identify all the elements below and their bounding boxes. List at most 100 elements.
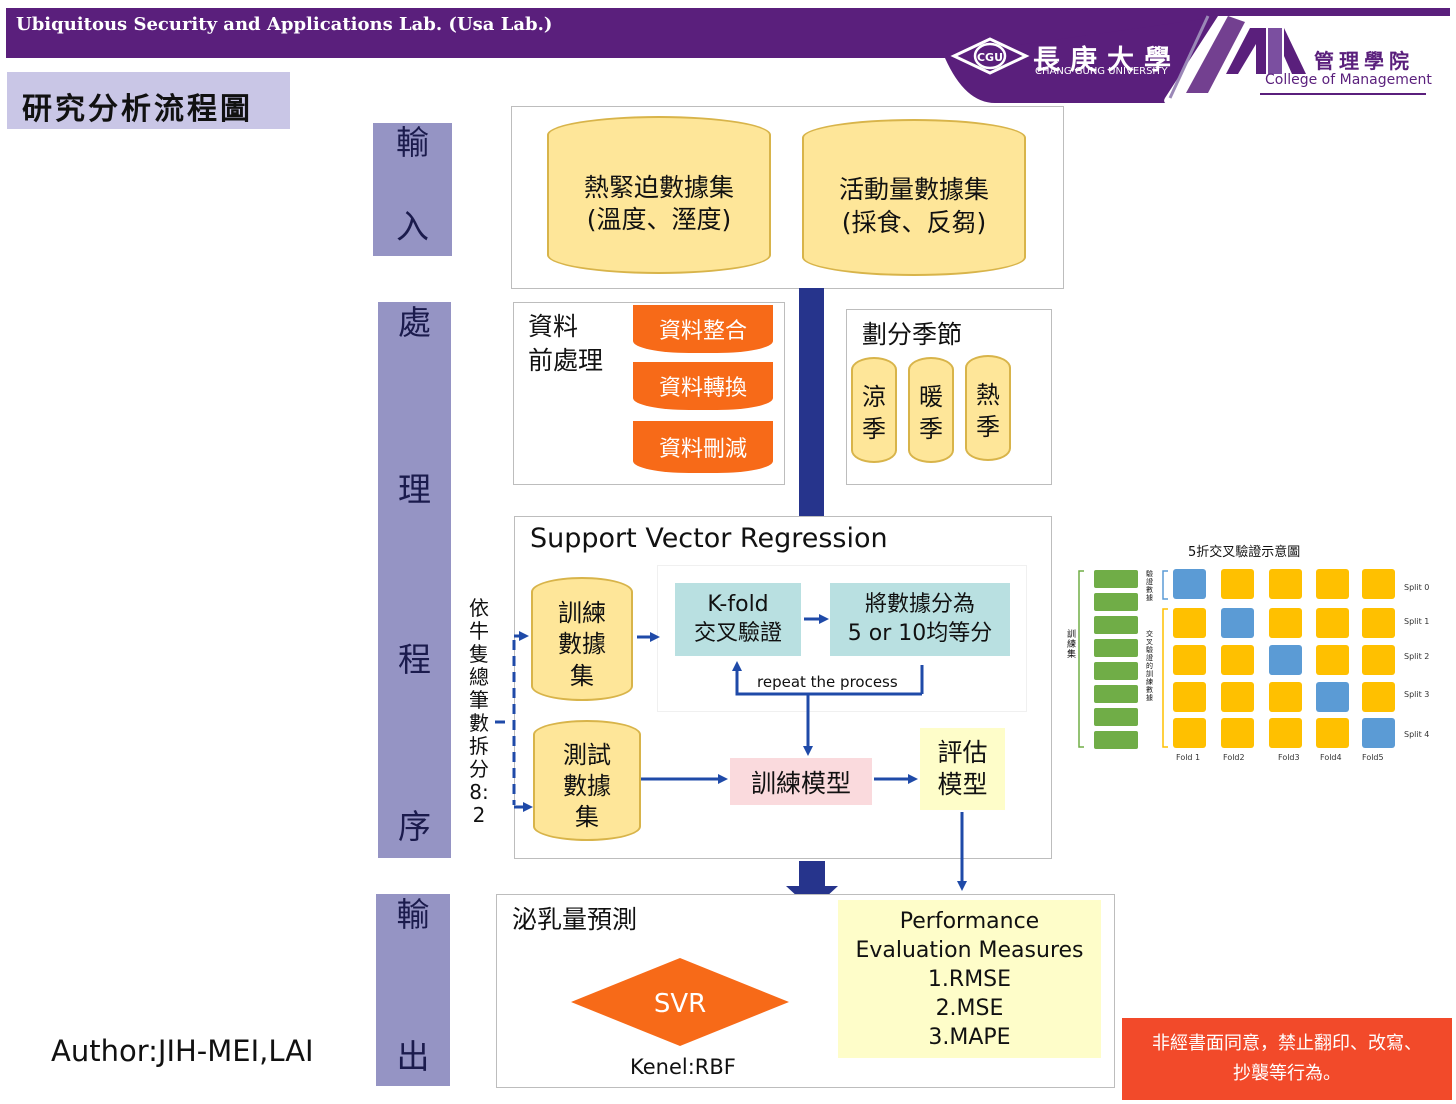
college-name: 管理學院 xyxy=(1314,49,1414,73)
stage-input-char: 入 xyxy=(396,207,429,246)
stage-output-label: 輸 出 xyxy=(376,894,450,1086)
split-label-1: Split 1 xyxy=(1404,617,1430,626)
season-char: 季 xyxy=(919,415,943,443)
season-char: 季 xyxy=(976,413,1000,441)
season-cool: 涼季 xyxy=(851,357,897,463)
train-set-line: 數據 xyxy=(558,630,606,659)
college-logo-icon xyxy=(1226,28,1306,74)
kfold-train-block xyxy=(1094,685,1138,703)
fold-label-2: Fold2 xyxy=(1223,753,1245,762)
season-char: 暖 xyxy=(919,382,943,411)
stage-process-label: 處 理 程 序 xyxy=(378,302,451,858)
svr-label: SVR xyxy=(654,989,706,1019)
page-title-box xyxy=(7,72,290,129)
university-name: 長庚大學 xyxy=(1033,45,1181,76)
author: Author:JIH-MEI,LAI xyxy=(51,1034,314,1068)
kfold-line: 交叉驗證 xyxy=(693,620,782,646)
kfold-validation-cell xyxy=(1362,718,1395,748)
stage-output-char: 輸 xyxy=(396,895,430,934)
kfold-training-cell xyxy=(1173,718,1206,748)
kfold-train-label: 訓練集 xyxy=(1067,630,1077,660)
season-char: 季 xyxy=(862,415,886,443)
testing-dataset: 測試數據集 xyxy=(533,720,641,841)
header-curve xyxy=(925,15,1456,105)
stage-input-label: 輸 入 xyxy=(373,123,452,256)
season-warm: 暖季 xyxy=(908,357,954,463)
stage-process-char: 序 xyxy=(398,807,431,846)
preprocess-title-line: 資料 xyxy=(528,312,579,341)
dataset-name: 熱緊迫數據集 xyxy=(583,172,734,202)
repeat-arrow xyxy=(737,664,924,696)
evaluate-line: 模型 xyxy=(937,770,988,799)
season-hot: 熱季 xyxy=(965,355,1011,461)
performance-line: Performance xyxy=(899,908,1040,934)
kfold-training-cell xyxy=(1362,645,1395,675)
kfold-training-cell xyxy=(1316,718,1349,748)
season-char: 熱 xyxy=(976,380,1000,409)
kfold-validation-cell xyxy=(1221,608,1254,638)
kfold-training-cell xyxy=(1362,682,1395,712)
kfold-line: K-fold xyxy=(707,591,769,617)
performance-line: 3.MAPE xyxy=(928,1024,1011,1050)
preprocess-step: 資料刪減 xyxy=(633,421,773,473)
season-title: 劃分季節 xyxy=(862,320,963,349)
dataset-detail: (溫度、溼度) xyxy=(586,205,732,234)
kfold-training-cell xyxy=(1269,682,1302,712)
kfold-training-cell xyxy=(1269,608,1302,638)
fold-label-3: Fold3 xyxy=(1278,753,1300,762)
fold-label-1: Fold 1 xyxy=(1176,753,1201,762)
preprocess-step: 資料轉換 xyxy=(633,362,773,410)
kfold-training-cell xyxy=(1221,682,1254,712)
kfold-training-cell xyxy=(1269,718,1302,748)
svr-title: Support Vector Regression xyxy=(530,523,888,554)
kfold-training-cell xyxy=(1269,569,1302,599)
logo-text: CGU xyxy=(977,51,1003,64)
output-title: 泌乳量預測 xyxy=(512,905,638,934)
kfold-training-cell xyxy=(1173,645,1206,675)
performance-line: 1.RMSE xyxy=(927,966,1012,992)
kfold-illustration-title: 5折交叉驗證示意圖 xyxy=(1188,545,1301,560)
kfold-box: K-fold 交叉驗證 xyxy=(675,583,801,656)
kfold-train-block xyxy=(1094,639,1138,657)
kfold-training-cell xyxy=(1173,608,1206,638)
svr-diamond: SVR xyxy=(571,958,789,1046)
kfold-training-cell xyxy=(1362,569,1395,599)
kfold-validation-cell xyxy=(1173,569,1206,599)
kfold-training-cell xyxy=(1173,682,1206,712)
repeat-label: repeat the process xyxy=(757,673,898,691)
kfold-grid xyxy=(1078,569,1395,749)
kfold-train-block xyxy=(1094,616,1138,634)
performance-line: Evaluation Measures xyxy=(855,937,1084,963)
kfold-train-block xyxy=(1094,662,1138,680)
kfold-validation-cell xyxy=(1316,682,1349,712)
train-set-line: 訓練 xyxy=(558,599,606,628)
test-set-line: 測試 xyxy=(563,740,611,769)
divide-line: 將數據分為 xyxy=(864,591,975,617)
preprocess-step: 資料整合 xyxy=(633,305,773,353)
performance-box: Performance Evaluation Measures 1.RMSE 2… xyxy=(838,900,1101,1058)
stage-process-char: 理 xyxy=(398,470,431,509)
fold-label-4: Fold4 xyxy=(1320,753,1342,762)
lab-name: Ubiquitous Security and Applications Lab… xyxy=(16,14,553,35)
kfold-train-block xyxy=(1094,731,1138,749)
university-name-en: CHANG GUNG UNIVERSITY xyxy=(1035,66,1168,77)
stage-process-char: 處 xyxy=(398,303,431,342)
season-char: 涼 xyxy=(862,382,886,411)
split-label-2: Split 2 xyxy=(1404,652,1430,661)
kfold-training-cell xyxy=(1316,608,1349,638)
split-bracket xyxy=(495,640,516,805)
kfold-training-cell xyxy=(1221,569,1254,599)
stage-output-char: 出 xyxy=(396,1037,430,1076)
training-dataset: 訓練數據集 xyxy=(531,577,633,701)
fold-label-5: Fold5 xyxy=(1362,753,1384,762)
heat-stress-dataset: 熱緊迫數據集 (溫度、溼度) xyxy=(547,116,771,274)
split-label: 依牛隻總筆數拆分8:2 xyxy=(469,596,489,827)
test-set-line: 數據 xyxy=(563,771,611,800)
kfold-train-block xyxy=(1094,593,1138,611)
train-set-line: 集 xyxy=(570,661,594,690)
kfold-training-cell xyxy=(1316,645,1349,675)
preprocess-title-line: 前處理 xyxy=(528,346,604,375)
stage-input-char: 輸 xyxy=(396,123,429,162)
college-name-en: College of Management xyxy=(1265,72,1432,88)
